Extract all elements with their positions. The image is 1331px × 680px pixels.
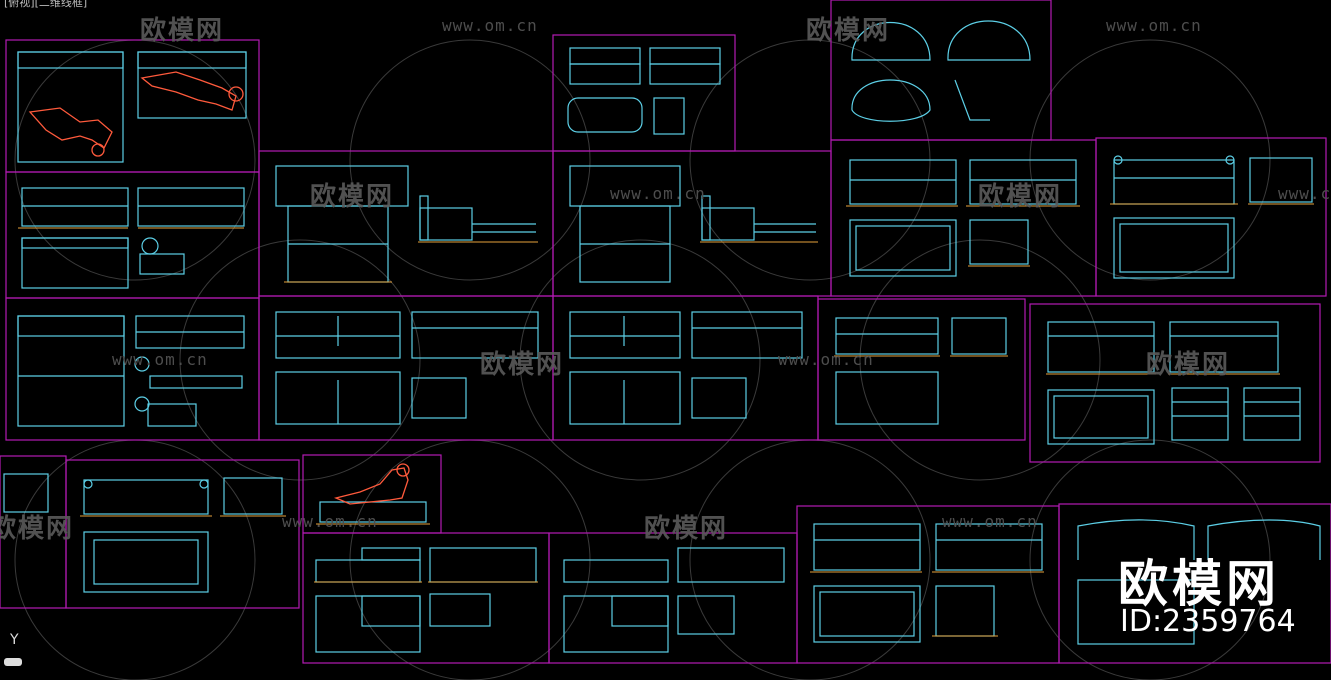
brand-id-label: ID:2359764	[1120, 604, 1296, 639]
floor-lines	[18, 203, 1314, 637]
watermark-url-3: www.om.cn	[610, 184, 706, 203]
watermark-brand-8: 欧模网	[644, 514, 729, 544]
watermark-url-2: www.om.cn	[1106, 16, 1202, 35]
drawing-frames	[0, 0, 1331, 664]
watermark-url-8: www.c	[1278, 184, 1331, 203]
watermark-url-5: www.om.cn	[778, 350, 874, 369]
watermark-brand-7: 欧模网	[0, 514, 75, 544]
watermark-url-7: www.om.cn	[942, 512, 1038, 531]
watermark-brand-6: 欧模网	[1146, 350, 1231, 380]
watermark-brand-4: 欧模网	[978, 182, 1063, 212]
watermark-brand-2: 欧模网	[806, 16, 891, 46]
watermark-brand-3: 欧模网	[310, 182, 395, 212]
watermark-brand-5: 欧模网	[480, 350, 565, 380]
watermark-url-4: www.om.cn	[112, 350, 208, 369]
brand-logo-text: 欧模网	[1118, 555, 1280, 613]
watermark-url-1: www.om.cn	[442, 16, 538, 35]
watermark-url-6: www.om.cn	[282, 512, 378, 531]
ucs-y-label: Y	[10, 632, 19, 648]
furniture-linework	[3, 20, 1321, 653]
human-figures	[28, 71, 410, 505]
viewport-label[interactable]: [俯视][二维线框]	[4, 0, 88, 9]
watermark-brand-1: 欧模网	[140, 16, 225, 46]
ucs-icon	[4, 658, 22, 666]
